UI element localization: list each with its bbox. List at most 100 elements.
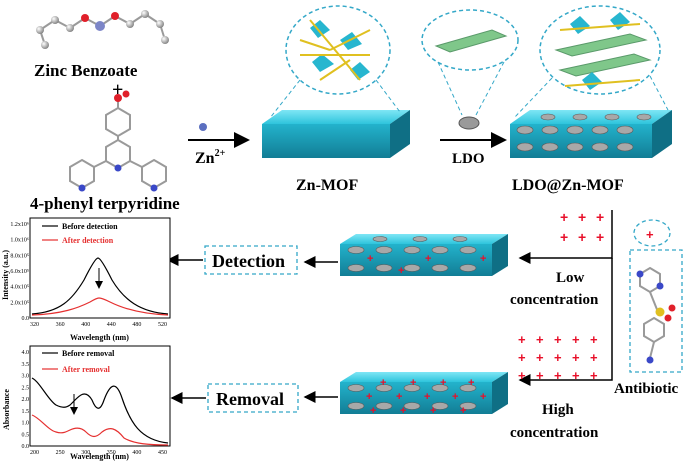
ldo-mof-structure-zoom [513, 5, 669, 119]
legend-before-detection: Before detection [62, 222, 118, 231]
svg-text:+: + [554, 350, 562, 365]
svg-text:+: + [536, 332, 544, 347]
y-tick-label: 0.0 [22, 316, 30, 322]
ldo-zn-mof-label: LDO@Zn-MOF [512, 177, 624, 194]
x-tick-label: 360 [56, 322, 65, 328]
detection-box [204, 245, 298, 275]
y-tick-label: 4.0 [22, 350, 30, 356]
svg-text:+: + [578, 229, 586, 245]
x-tick-label: 520 [158, 322, 167, 328]
zn-mof-label: Zn-MOF [296, 177, 358, 194]
svg-text:+: + [367, 253, 373, 265]
zinc-benzoate-molecule [36, 10, 169, 49]
high-conc-rod: +++++ ++++ ++++ [340, 372, 508, 417]
svg-text:+: + [396, 391, 402, 403]
y-tick-label: 6.0x10⁵ [10, 269, 29, 275]
x-tick-label: 480 [132, 322, 141, 328]
fl-xlabel: Wavelength (nm) [70, 333, 129, 342]
svg-text:+: + [425, 253, 431, 265]
low-conc-antibiotic-marks: + + + + + + [560, 209, 604, 245]
low-conc-rod: ++++ [340, 234, 508, 277]
svg-text:+: + [452, 391, 458, 403]
x-tick-label: 400 [81, 322, 90, 328]
high-branch-arrow [518, 258, 613, 386]
zn-ion-dot [199, 123, 207, 131]
svg-text:+: + [572, 332, 580, 347]
fl-ylabel: Intensity (a.u.) [1, 250, 10, 300]
y-tick-label: 2.0x10⁵ [10, 300, 29, 306]
ab-xlabel: Wavelength (nm) [70, 452, 129, 461]
x-tick-label: 300 [81, 450, 90, 456]
ab-ylabel: Absorbance [2, 389, 11, 430]
svg-text:+: + [554, 332, 562, 347]
y-tick-label: 1.5 [22, 409, 30, 415]
svg-text:+: + [536, 368, 544, 383]
after-detection-curve [31, 297, 169, 316]
mof-structure-zoom [269, 5, 401, 119]
svg-text:+: + [572, 350, 580, 365]
high-conc-label-2: concentration [510, 425, 599, 441]
svg-text:+: + [380, 377, 386, 389]
before-removal-curve [31, 377, 169, 444]
antibiotic-molecule: + [629, 219, 683, 373]
y-tick-label: 0.0 [22, 444, 30, 450]
y-tick-label: 1.2x10⁶ [10, 222, 29, 228]
terpyridine-molecule [69, 90, 167, 192]
low-conc-label-1: Low [556, 270, 585, 286]
svg-text:+: + [590, 332, 598, 347]
svg-text:+: + [370, 405, 376, 417]
after-removal-curve [31, 414, 169, 446]
svg-text:+: + [578, 209, 586, 225]
svg-text:+: + [590, 368, 598, 383]
svg-text:+: + [366, 391, 372, 403]
svg-text:+: + [596, 209, 604, 225]
svg-text:+: + [398, 265, 404, 277]
svg-text:+: + [560, 229, 568, 245]
zn-mof-rod [262, 110, 410, 158]
svg-text:+: + [646, 227, 654, 242]
y-tick-label: 4.0x10⁵ [10, 285, 29, 291]
x-tick-label: 450 [158, 450, 167, 456]
svg-text:+: + [590, 350, 598, 365]
x-tick-label: 320 [30, 322, 39, 328]
svg-text:+: + [518, 368, 526, 383]
zn-ion-label: Zn2+ [195, 148, 226, 167]
high-conc-label-1: High [542, 402, 574, 418]
high-conc-antibiotic-marks: +++++ +++++ +++++ [518, 332, 598, 383]
svg-text:+: + [440, 377, 446, 389]
x-tick-label: 350 [107, 450, 116, 456]
svg-text:+: + [430, 405, 436, 417]
legend-before-removal: Before removal [62, 349, 115, 358]
antibiotic-label: Antibiotic [614, 381, 679, 397]
ldo-zoom [421, 9, 519, 130]
y-tick-label: 8.0x10⁵ [10, 253, 29, 259]
svg-text:+: + [560, 209, 568, 225]
svg-text:+: + [572, 368, 580, 383]
y-tick-label: 2.0 [22, 397, 30, 403]
svg-text:+: + [554, 368, 562, 383]
plus-sign: + [112, 79, 123, 101]
x-tick-label: 400 [132, 450, 141, 456]
svg-text:+: + [468, 377, 474, 389]
x-tick-label: 440 [107, 322, 116, 328]
svg-text:+: + [400, 405, 406, 417]
svg-text:+: + [460, 405, 466, 417]
terpyridine-label: 4-phenyl terpyridine [30, 194, 180, 213]
svg-text:+: + [480, 391, 486, 403]
y-tick-label: 0.5 [22, 432, 30, 438]
fluorescence-chart: 0.0 2.0x10⁵ 4.0x10⁵ 6.0x10⁵ 8.0x10⁵ 1.0x10⁶ 1.… [1, 217, 171, 342]
y-tick-label: 2.5 [22, 385, 30, 391]
removal-label: Removal [216, 389, 284, 409]
before-detection-curve [31, 257, 169, 315]
svg-text:+: + [518, 332, 526, 347]
y-tick-label: 1.0x10⁶ [10, 238, 29, 244]
ldo-zn-mof-rod [510, 110, 672, 158]
low-conc-label-2: concentration [510, 292, 599, 308]
svg-text:+: + [596, 229, 604, 245]
svg-text:+: + [410, 377, 416, 389]
svg-text:+: + [518, 350, 526, 365]
legend-after-removal: After removal [62, 365, 111, 374]
x-tick-label: 200 [30, 450, 39, 456]
